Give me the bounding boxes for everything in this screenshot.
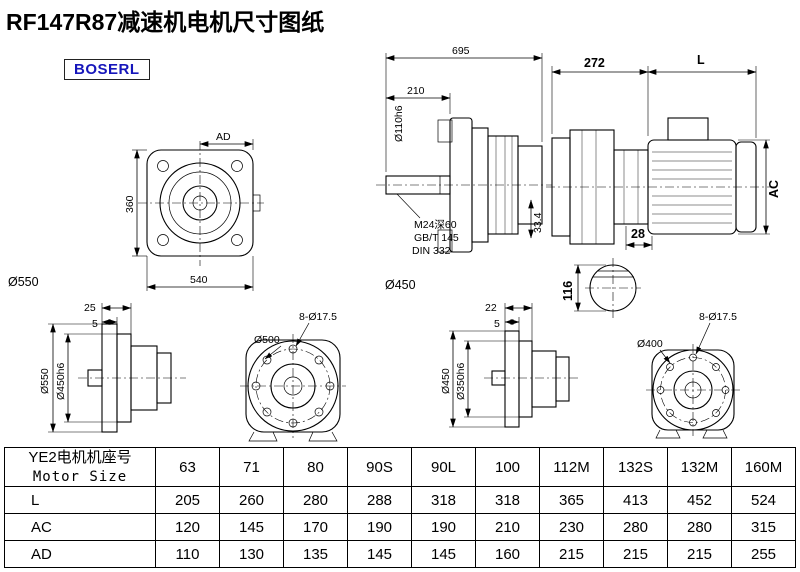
table-cell: 413 (603, 486, 668, 514)
table-cell: 135 (283, 540, 348, 568)
table-cell: 230 (539, 513, 604, 541)
dim-5b: 5 (494, 318, 500, 330)
table-cell: 120 (155, 513, 220, 541)
table-cell: 205 (155, 486, 220, 514)
table-row-AD: AD 110 130 135 145 145 160 215 215 215 2… (4, 540, 796, 568)
table-row-L: L 205 260 280 288 318 318 365 413 452 52… (4, 486, 796, 514)
table-cell: 170 (283, 513, 348, 541)
dim-334: 33.4 (532, 212, 544, 233)
view-flange-side-a: 25 5 Ø550 Ø450h6 (39, 302, 186, 433)
table-cell: 315 (731, 513, 796, 541)
header-cn: YE2电机机座号 (28, 449, 132, 467)
dim-holes-b: 8-Ø17.5 (699, 311, 737, 323)
table-cell: 288 (347, 486, 412, 514)
col-header: 71 (219, 447, 284, 487)
table-cell: 145 (411, 540, 476, 568)
table-cell: 365 (539, 486, 604, 514)
dim-d450: Ø450 (385, 278, 416, 292)
table-cell: 260 (219, 486, 284, 514)
page-title: RF147R87减速机电机尺寸图纸 (6, 9, 325, 35)
dim-210: 210 (407, 85, 425, 97)
col-header: 132M (667, 447, 732, 487)
table-cell: 318 (411, 486, 476, 514)
view-motor: 272 L AC 28 116 (546, 53, 781, 318)
brand-logo: BOSERL (64, 59, 150, 80)
dim-25: 25 (84, 302, 96, 314)
col-header: 80 (283, 447, 348, 487)
dim-sd-350h6: Ø350h6 (455, 362, 467, 400)
col-header: 100 (475, 447, 540, 487)
table-cell: 215 (603, 540, 668, 568)
view-side: 695 210 Ø110h6 M24深60 GB/T 145 DIN 332 3… (376, 45, 552, 292)
col-header: 112M (539, 447, 604, 487)
col-header: 90L (411, 447, 476, 487)
table-cell: 255 (731, 540, 796, 568)
table-cell: 524 (731, 486, 796, 514)
col-header: 90S (347, 447, 412, 487)
dim-28: 28 (631, 227, 645, 241)
dim-AC: AC (767, 180, 781, 198)
dim-holes-a: 8-Ø17.5 (299, 311, 337, 323)
header-en: Motor Size (32, 468, 128, 485)
table-cell: 190 (347, 513, 412, 541)
dim-od-450: Ø450 (440, 368, 452, 394)
table-cell: 280 (603, 513, 668, 541)
technical-drawing: AD 360 540 Ø550 (8, 45, 781, 442)
view-flange-front-a: Ø500 8-Ø17.5 (240, 311, 346, 442)
dim-695: 695 (452, 45, 470, 57)
dim-shaft-dia: Ø110h6 (393, 105, 405, 142)
table-cell: 130 (219, 540, 284, 568)
col-header: 63 (155, 447, 220, 487)
table-cell: 210 (475, 513, 540, 541)
row-label: AD (4, 540, 156, 568)
table-cell: 215 (539, 540, 604, 568)
view-front: AD 360 540 Ø550 (8, 131, 264, 291)
col-header: 132S (603, 447, 668, 487)
dim-L: L (697, 53, 705, 67)
dim-d550: Ø550 (8, 275, 39, 289)
table-cell: 452 (667, 486, 732, 514)
dim-360: 360 (124, 195, 136, 213)
table-cell: 280 (283, 486, 348, 514)
view-flange-front-b: Ø400 8-Ø17.5 (637, 311, 740, 439)
dim-sd-450h6: Ø450h6 (55, 362, 67, 400)
table-cell: 145 (219, 513, 284, 541)
dim-116: 116 (561, 281, 575, 301)
table-cell: 215 (667, 540, 732, 568)
table-cell: 145 (347, 540, 412, 568)
col-header: 160M (731, 447, 796, 487)
table-cell: 318 (475, 486, 540, 514)
dim-ad: AD (216, 131, 231, 143)
view-flange-side-b: 22 5 Ø450 Ø350h6 (440, 302, 578, 428)
row-label: AC (4, 513, 156, 541)
table-cell: 160 (475, 540, 540, 568)
table-cell: 280 (667, 513, 732, 541)
note-tap: M24深60 (414, 219, 457, 231)
dim-22: 22 (485, 302, 497, 314)
dim-272: 272 (584, 56, 605, 70)
dim-od-550: Ø550 (39, 368, 51, 394)
note-gbt: GB/T 145 (414, 232, 459, 244)
row-label: L (4, 486, 156, 514)
table-header-row: YE2电机机座号 Motor Size 63 71 80 90S 90L 100… (4, 447, 796, 487)
table-cell: 190 (411, 513, 476, 541)
table-row-AC: AC 120 145 170 190 190 210 230 280 280 3… (4, 513, 796, 541)
note-din: DIN 332 (412, 245, 451, 257)
table-header-label: YE2电机机座号 Motor Size (4, 447, 156, 487)
table-cell: 110 (155, 540, 220, 568)
dim-d400: Ø400 (637, 338, 663, 350)
dim-540: 540 (190, 274, 208, 286)
table-container: YE2电机机座号 Motor Size 63 71 80 90S 90L 100… (4, 447, 796, 568)
motor-size-table: YE2电机机座号 Motor Size 63 71 80 90S 90L 100… (4, 447, 796, 568)
dim-d500: Ø500 (254, 334, 280, 346)
